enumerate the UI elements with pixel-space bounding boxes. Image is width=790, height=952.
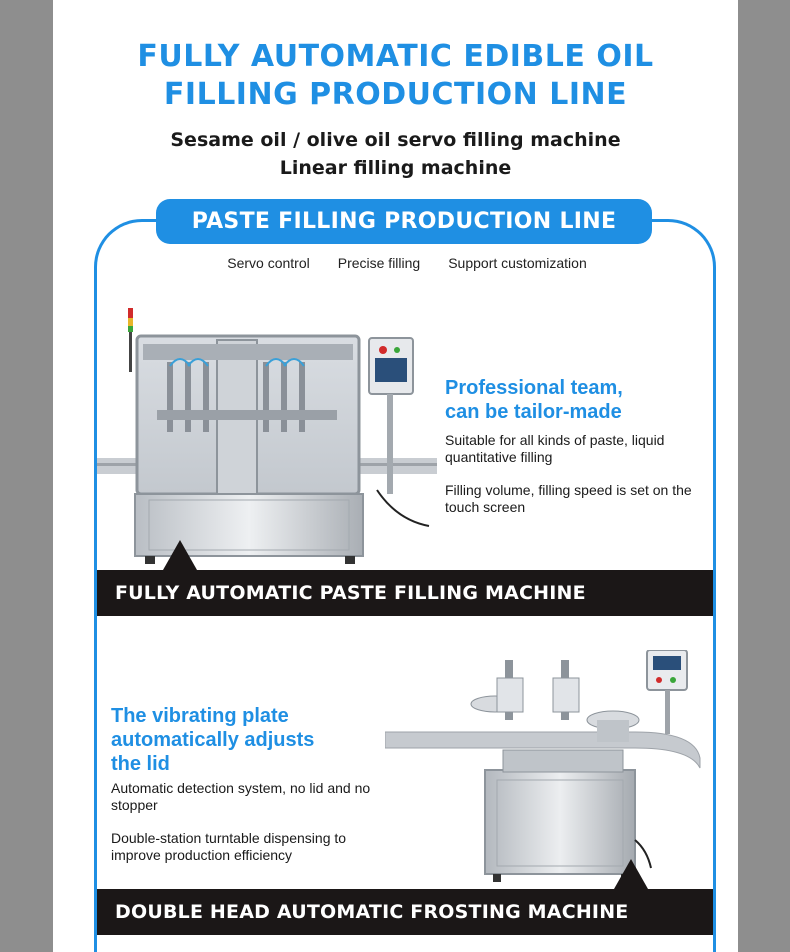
page-subtitle: Sesame oil / olive oil servo filling mac… [53, 126, 738, 182]
page-title: FULLY AUTOMATIC EDIBLE OIL FILLING PRODU… [53, 38, 738, 114]
machine2-heading: The vibrating plate automatically adjust… [111, 704, 381, 776]
feature-list: Servo control Precise filling Support cu… [53, 255, 738, 271]
machine2-banner: DOUBLE HEAD AUTOMATIC FROSTING MACHINE [97, 889, 713, 935]
machine2-description: The vibrating plate automatically adjust… [111, 704, 381, 864]
machine2-heading-line: the lid [111, 753, 170, 775]
section-title-pill: PASTE FILLING PRODUCTION LINE [156, 199, 652, 244]
banner-notch [163, 540, 197, 570]
machine1-description: Professional team, can be tailor-made Su… [445, 376, 705, 516]
feature-item: Support customization [448, 255, 587, 271]
machine1-paragraph: Suitable for all kinds of paste, liquid … [445, 432, 665, 465]
machine1-heading: Professional team, can be tailor-made [445, 376, 705, 424]
machine2-heading-line: automatically adjusts [111, 729, 315, 751]
frosting-machine-image [385, 650, 701, 882]
feature-item: Precise filling [337, 255, 421, 271]
product-page: FULLY AUTOMATIC EDIBLE OIL FILLING PRODU… [53, 0, 738, 952]
banner-notch [614, 859, 648, 889]
machine1-banner: FULLY AUTOMATIC PASTE FILLING MACHINE [97, 570, 713, 616]
machine2-paragraph: Automatic detection system, no lid and n… [111, 780, 371, 813]
machine1-heading-line: can be tailor-made [445, 401, 622, 423]
machine1-paragraph: Filling volume, filling speed is set on … [445, 482, 692, 515]
subtitle-line-2: Linear filling machine [279, 157, 512, 179]
machine1-heading-line: Professional team, [445, 377, 623, 399]
title-line-1: FULLY AUTOMATIC EDIBLE OIL [137, 39, 654, 74]
paste-filling-machine-image [97, 308, 437, 564]
subtitle-line-1: Sesame oil / olive oil servo filling mac… [170, 129, 621, 151]
title-line-2: FILLING PRODUCTION LINE [163, 77, 628, 112]
feature-item: Servo control [227, 255, 310, 271]
machine2-paragraph: Double-station turntable dispensing to i… [111, 830, 347, 863]
machine2-heading-line: The vibrating plate [111, 705, 289, 727]
